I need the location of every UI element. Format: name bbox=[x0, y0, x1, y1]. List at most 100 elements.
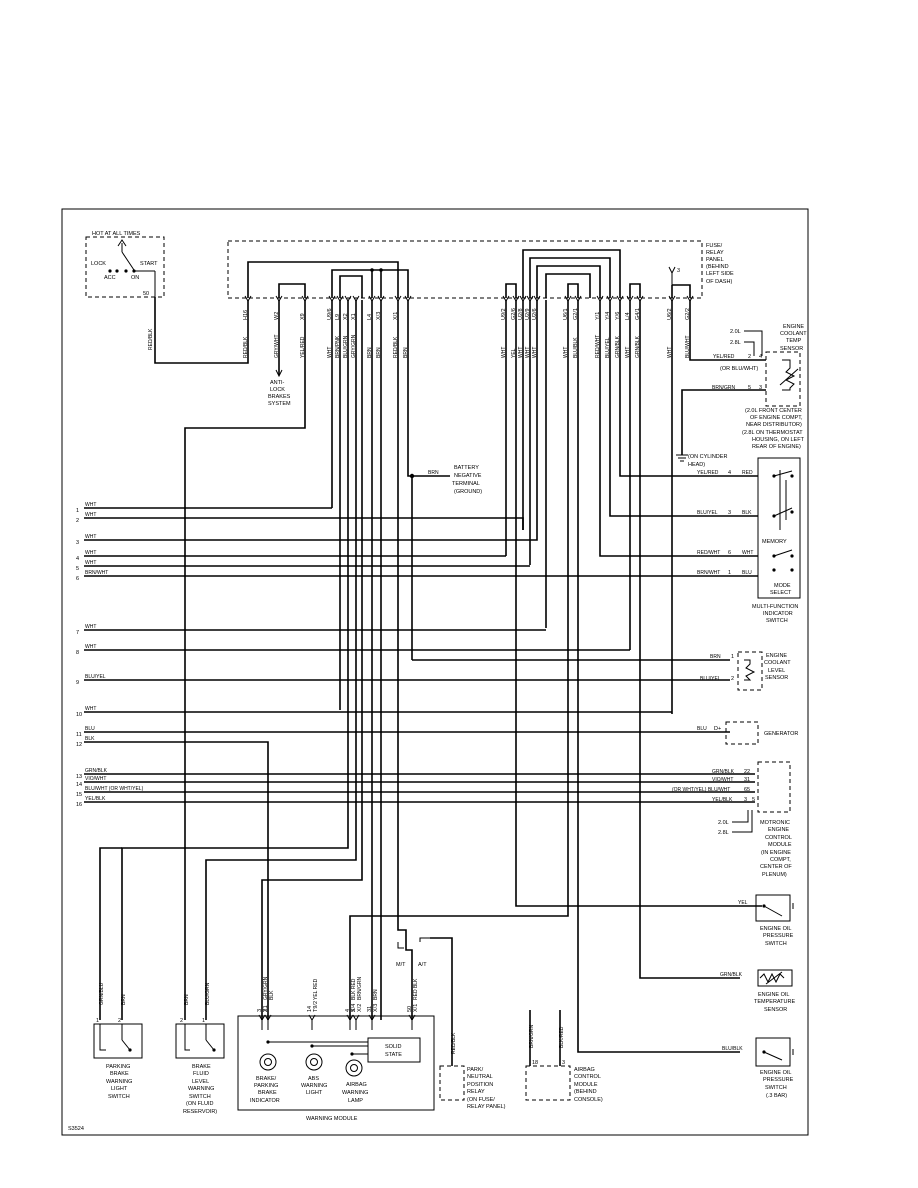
svg-text:MODULE: MODULE bbox=[574, 1082, 598, 1088]
abs-system: ANTI- LOCK BRAKES SYSTEM bbox=[268, 300, 291, 407]
mfi-color: BLK bbox=[742, 510, 752, 516]
fuse-terminal-pin: L/4 bbox=[625, 312, 631, 320]
svg-text:REAR OF ENGINE): REAR OF ENGINE) bbox=[752, 444, 801, 450]
warning-module-pin: 5 bbox=[351, 1009, 357, 1012]
fuse-terminal-wire: YEL/RED bbox=[300, 336, 306, 358]
svg-text:(IN ENGINE: (IN ENGINE bbox=[761, 850, 791, 856]
svg-text:MEMORY: MEMORY bbox=[762, 539, 787, 545]
svg-text:SWITCH: SWITCH bbox=[765, 1085, 787, 1091]
fuse-terminal-wire: GRN/BLK bbox=[635, 335, 641, 358]
svg-text:SENSOR: SENSOR bbox=[765, 675, 788, 681]
fuse-terminal-wire: BLU/YEL bbox=[605, 337, 611, 358]
svg-text:MODE: MODE bbox=[774, 583, 791, 589]
engine-oil-temperature-sensor: GRN/BLK ENGINE OIL TEMPERATURE SENSOR bbox=[720, 969, 795, 1013]
battery-ground: BRN BATTERY NEGATIVE TERMINAL (GROUND) bbox=[409, 465, 482, 495]
svg-text:INDICATOR: INDICATOR bbox=[763, 611, 793, 617]
svg-text:BRN: BRN bbox=[428, 470, 439, 476]
motronic-pin: 31 bbox=[744, 777, 750, 783]
svg-text:SYSTEM: SYSTEM bbox=[268, 401, 291, 407]
fuse-terminal-pin: U2/6 bbox=[532, 308, 538, 320]
fuse-terminal-wire: RED/BLK bbox=[393, 336, 399, 358]
fuse-terminal-pin: Y/1 bbox=[595, 312, 601, 320]
svg-text:LIGHT: LIGHT bbox=[306, 1090, 323, 1096]
svg-text:3: 3 bbox=[562, 1060, 565, 1066]
svg-text:AIRBAG: AIRBAG bbox=[346, 1082, 367, 1088]
svg-text:PARKING: PARKING bbox=[106, 1064, 130, 1070]
left-connector-wires bbox=[84, 507, 755, 1020]
left-connector-pin: 9 bbox=[76, 680, 79, 686]
svg-text:BLU/GRN: BLU/GRN bbox=[205, 982, 211, 1005]
svg-text:D+: D+ bbox=[714, 726, 721, 732]
fuse-terminal-wire: BRN bbox=[376, 347, 382, 358]
svg-text:BRN/GRN: BRN/GRN bbox=[712, 385, 735, 391]
svg-text:BRAKE: BRAKE bbox=[110, 1071, 129, 1077]
cylinder-head-ground: (ON CYLINDER HEAD) bbox=[676, 454, 727, 468]
engine-oil-pressure-switch: YEL ENGINE OIL PRESSURE SWITCH bbox=[738, 894, 794, 947]
mfi-wire: YEL/RED bbox=[697, 470, 719, 476]
fuse-terminal-pin: X/1 bbox=[393, 312, 399, 320]
left-connector-pin: 13 bbox=[76, 774, 82, 780]
fuse-terminal-wire: BRN bbox=[367, 347, 373, 358]
svg-text:3: 3 bbox=[759, 385, 762, 391]
warning-module-code: BLK RED bbox=[351, 978, 357, 1000]
svg-text:OF ENGINE COMPT,: OF ENGINE COMPT, bbox=[750, 415, 803, 421]
fuse-terminal-wire: BLU/BLK bbox=[573, 337, 579, 358]
fuse-terminal-wire: BRN/PNK bbox=[335, 335, 341, 358]
left-connector-wire: GRN/BLK bbox=[85, 768, 108, 774]
mfi-pin: 4 bbox=[728, 470, 731, 476]
svg-text:1: 1 bbox=[731, 654, 734, 660]
fuse-panel-terminals: H16RED/BLKW2GRY/WHTX9YEL/REDU9/6WHTL9BRN… bbox=[243, 295, 694, 358]
svg-text:COOLANT: COOLANT bbox=[764, 660, 791, 666]
svg-text:PANEL: PANEL bbox=[706, 257, 724, 263]
mfi-wire: RED/WHT bbox=[697, 550, 720, 556]
fuse-terminal-wire: WHT bbox=[625, 347, 631, 358]
airbag-control-module: BRN/GRN BLK/RED 18 3 AIRBAG CONTROL MODU… bbox=[525, 1010, 603, 1103]
warning-module-pin: 14 bbox=[307, 1006, 313, 1012]
motronic-pin-b: 5 bbox=[752, 797, 755, 803]
svg-text:(ON FUSE/: (ON FUSE/ bbox=[467, 1097, 495, 1103]
svg-text:SENSOR: SENSOR bbox=[764, 1007, 787, 1013]
svg-text:2.8L: 2.8L bbox=[730, 340, 741, 346]
mfi-wire: BLU/YEL bbox=[697, 510, 718, 516]
svg-text:WARNING: WARNING bbox=[106, 1079, 132, 1085]
engine-coolant-level-sensor: BRN 1 BLU/YEL 2 ENGINE COOLANT LEVEL SEN… bbox=[700, 651, 791, 691]
svg-text:TEMPERATURE: TEMPERATURE bbox=[754, 999, 795, 1005]
svg-text:ENGINE OIL: ENGINE OIL bbox=[760, 1070, 791, 1076]
warning-module-code: YEL RED bbox=[313, 978, 319, 1000]
ignition-switch: HOT AT ALL TIMES LOCK ACC ON START 50 bbox=[85, 231, 165, 298]
svg-text:ENGINE: ENGINE bbox=[766, 653, 787, 659]
svg-text:AIRBAG: AIRBAG bbox=[574, 1067, 595, 1073]
fuse-terminal-wire: GRY/GRN bbox=[351, 334, 357, 358]
svg-text:RESERVOIR): RESERVOIR) bbox=[183, 1109, 217, 1115]
mfi-pin: 3 bbox=[728, 510, 731, 516]
svg-text:MULTI-FUNCTION: MULTI-FUNCTION bbox=[752, 604, 798, 610]
mfi-color: WHT bbox=[742, 550, 753, 556]
motronic-wire: VIO/WHT bbox=[712, 777, 733, 783]
svg-text:1: 1 bbox=[96, 1018, 99, 1024]
svg-text:BLU: BLU bbox=[697, 726, 707, 732]
fuse-terminal-wire: GRN/BLK bbox=[615, 335, 621, 358]
svg-text:GENERATOR: GENERATOR bbox=[764, 731, 798, 737]
fuse-terminal-wire: WHT bbox=[532, 347, 538, 358]
svg-text:RELAY: RELAY bbox=[706, 250, 724, 256]
motronic-pin: 22 bbox=[744, 769, 750, 775]
engine-oil-pressure-switch-0-3bar: BLU/BLK ENGINE OIL PRESSURE SWITCH (.3 B… bbox=[722, 1037, 794, 1099]
svg-text:COMPT,: COMPT, bbox=[770, 857, 791, 863]
left-connector-wire: BLU/WHT (OR WHT/YEL) bbox=[85, 786, 144, 792]
svg-text:CONTROL: CONTROL bbox=[765, 835, 792, 841]
svg-text:LAMP: LAMP bbox=[348, 1098, 363, 1104]
svg-text:4: 4 bbox=[759, 354, 762, 360]
svg-text:WARNING: WARNING bbox=[342, 1090, 368, 1096]
mfi-pin: 6 bbox=[728, 550, 731, 556]
svg-text:(BEHIND: (BEHIND bbox=[706, 264, 729, 270]
svg-text:(2.0L FRONT CENTER: (2.0L FRONT CENTER bbox=[745, 408, 802, 414]
warning-module-pin: 2 bbox=[263, 1009, 269, 1012]
diagram-frame bbox=[61, 208, 809, 1136]
fuse-terminal-wire: WHT bbox=[518, 347, 524, 358]
svg-text:COOLANT: COOLANT bbox=[780, 331, 807, 337]
fuse-terminal-pin: X9 bbox=[300, 313, 306, 320]
svg-text:FUSE/: FUSE/ bbox=[706, 243, 723, 249]
svg-text:RED/BLK: RED/BLK bbox=[451, 1032, 457, 1054]
